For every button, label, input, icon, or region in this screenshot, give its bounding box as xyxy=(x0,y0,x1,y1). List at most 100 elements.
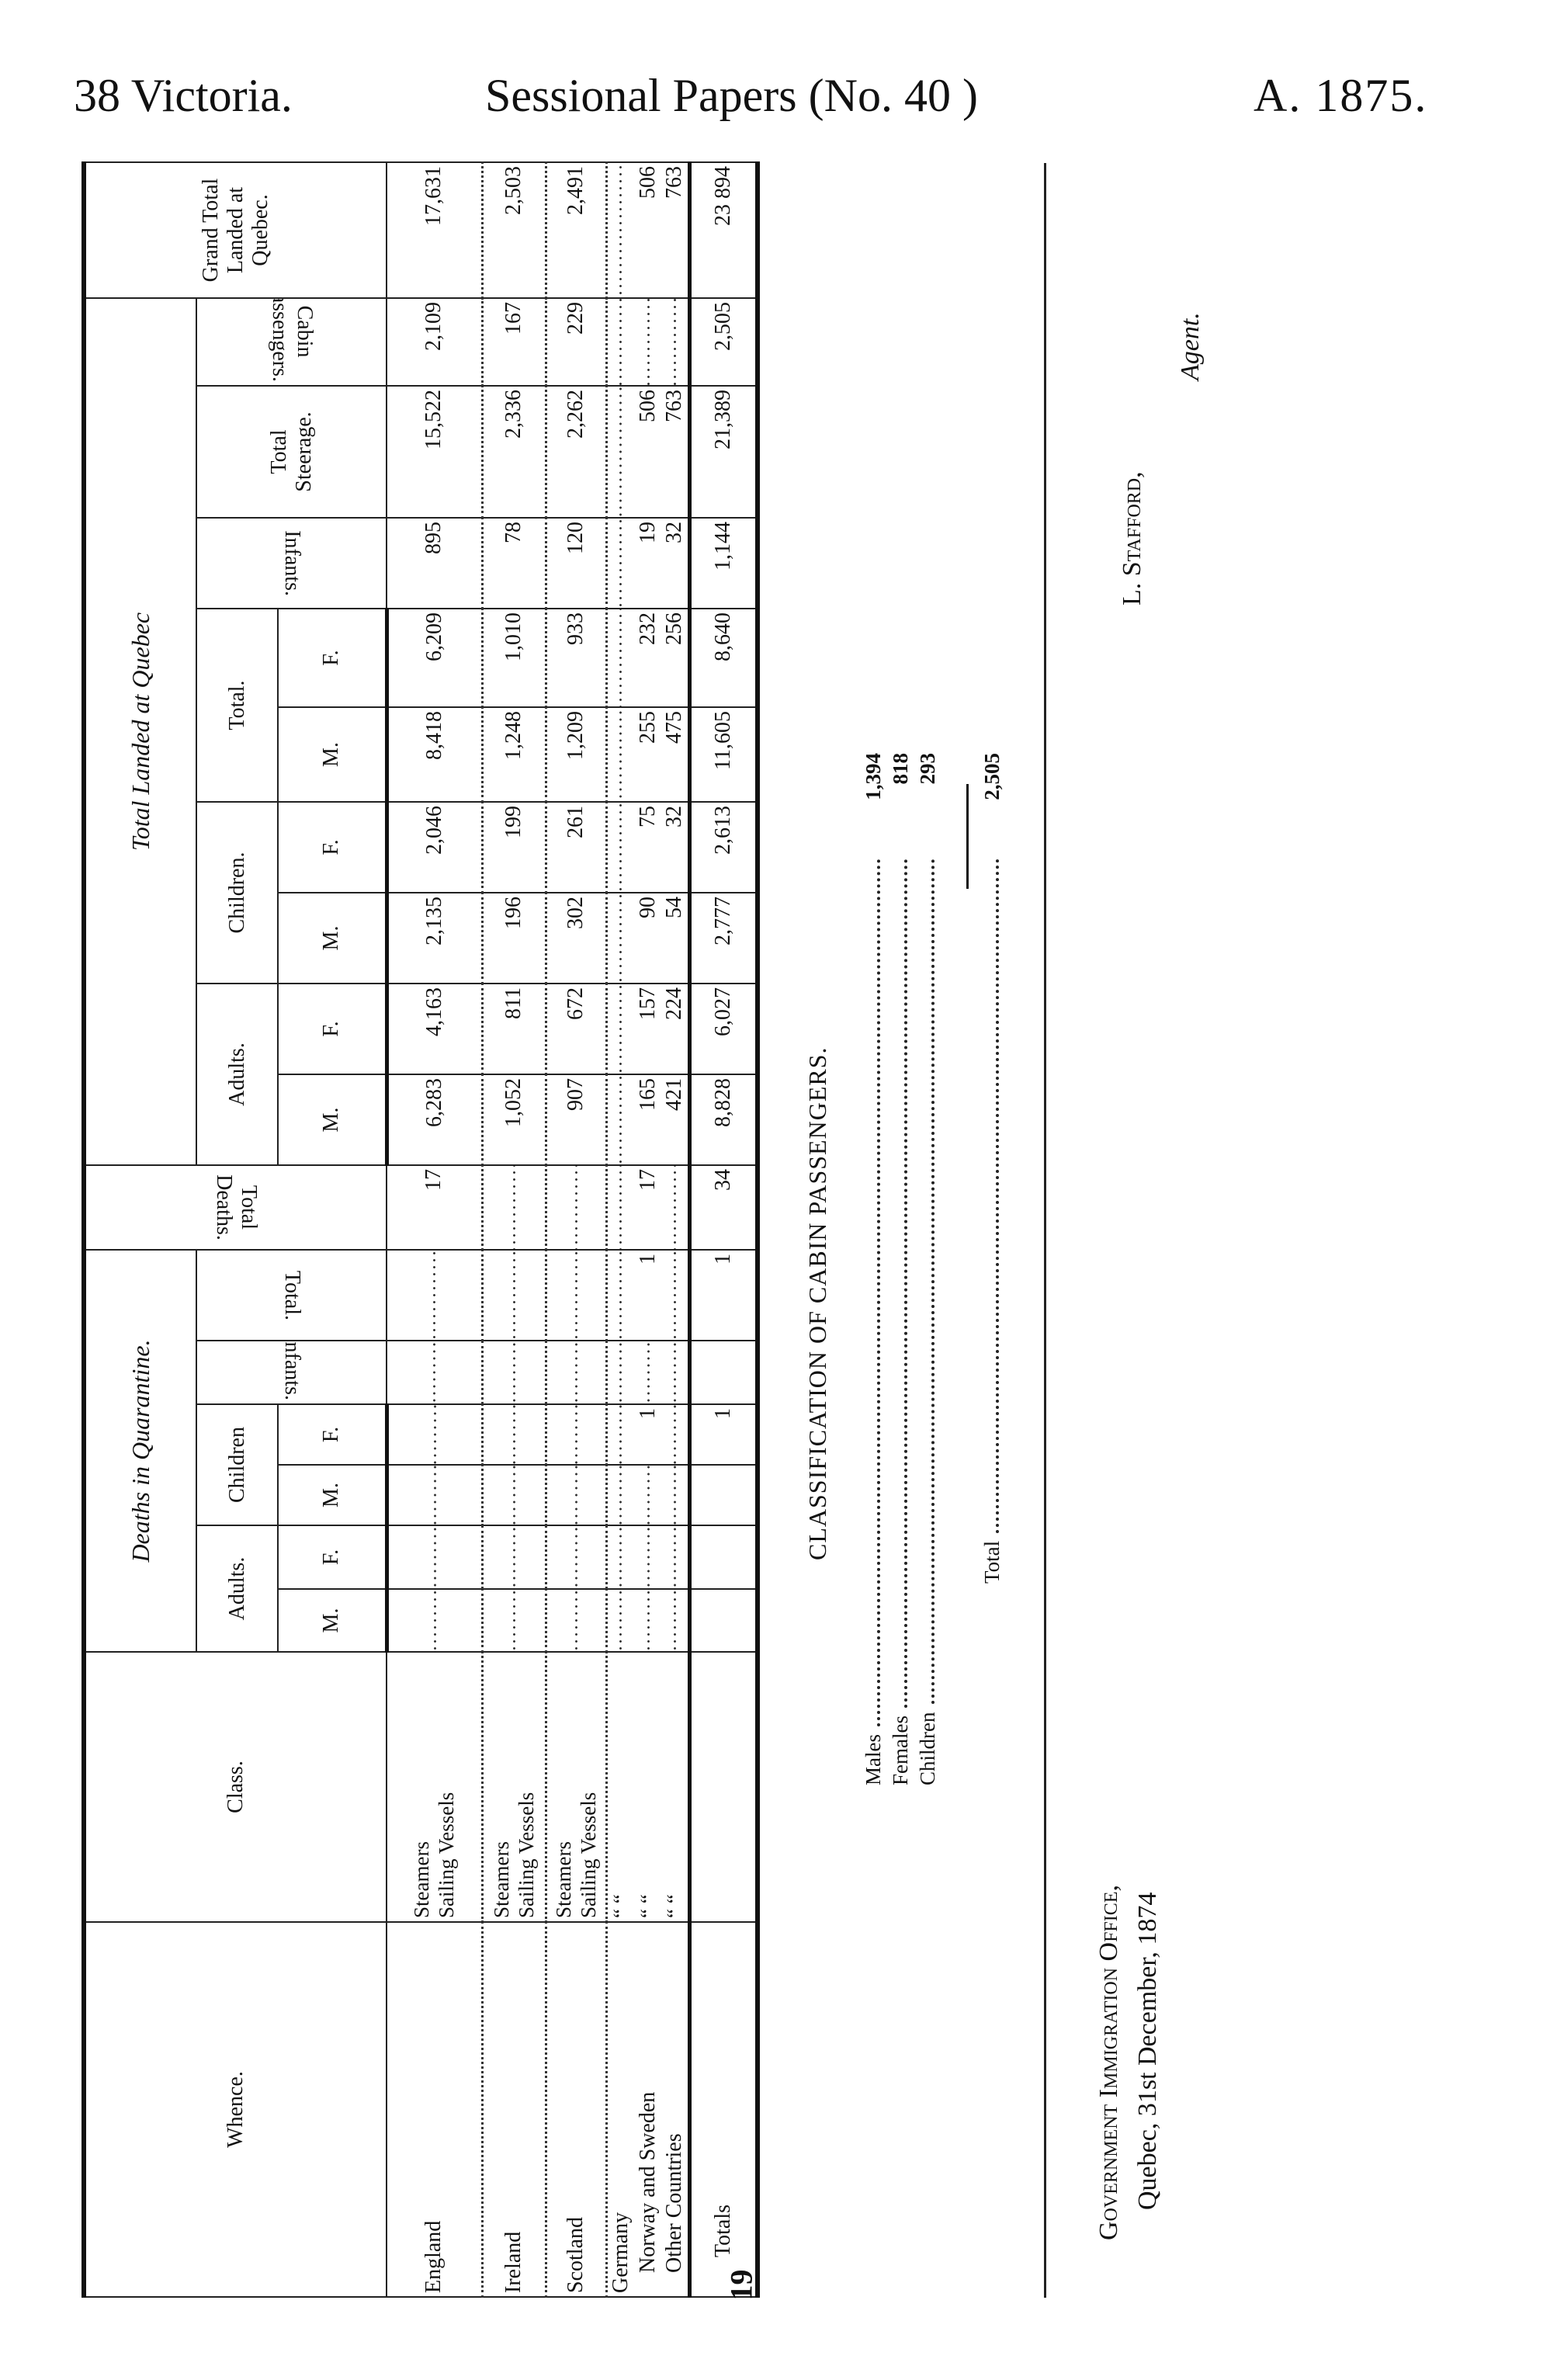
signature-office: Government Immigration Office, xyxy=(1094,1885,1123,2240)
whence-cell: Norway and Sweden xyxy=(634,1922,662,2297)
value-cell: 17 xyxy=(634,1165,662,1250)
dot-leader xyxy=(996,859,999,1533)
class-label: “ “ xyxy=(609,1894,633,1918)
value-cell xyxy=(606,1341,634,1404)
value-cell: 32 xyxy=(662,518,689,609)
value-cell xyxy=(606,1525,634,1589)
value-cell: 199 xyxy=(482,802,546,893)
value-cell: 475 xyxy=(662,707,689,802)
header-landed-infants: Infants. xyxy=(196,518,387,609)
value-cell: 75 xyxy=(634,802,662,893)
header-m: M. xyxy=(278,1589,387,1652)
value-cell xyxy=(482,1341,546,1404)
value-cell xyxy=(662,1465,689,1525)
value-cell: 2,135 xyxy=(387,893,482,984)
value-cell: 2,336 xyxy=(482,386,546,518)
value-cell xyxy=(634,1525,662,1589)
classification-title: CLASSIFICATION OF CABIN PASSENGERS. xyxy=(803,1046,831,1560)
class-label: Steamers xyxy=(552,1841,575,1918)
value-cell xyxy=(387,1525,482,1589)
page-number: 19 xyxy=(723,2269,759,2301)
value-cell: 2,491 xyxy=(546,162,606,298)
value-cell: 907 xyxy=(546,1074,606,1165)
value-cell: 1 xyxy=(634,1404,662,1465)
value-cell xyxy=(546,1341,606,1404)
value-cell xyxy=(546,1465,606,1525)
whence-cell: Germany xyxy=(606,1922,634,2297)
header-class: Class. xyxy=(84,1652,387,1922)
header-f: F. xyxy=(278,984,387,1074)
divider-rule xyxy=(1044,163,1046,2298)
value-cell: 1,144 xyxy=(689,518,758,609)
value-cell: 196 xyxy=(482,893,546,984)
value-cell: 1 xyxy=(689,1404,758,1465)
value-cell xyxy=(662,298,689,386)
signature-title: Agent. xyxy=(1176,312,1205,380)
signature-name: L. Stafford, xyxy=(1118,471,1146,605)
value-cell: 933 xyxy=(546,609,606,707)
value-cell: 2,613 xyxy=(689,802,758,893)
table-row: Germany “ “ xyxy=(606,162,634,2297)
value-cell: 2,109 xyxy=(387,298,482,386)
class-label: Sailing Vessels xyxy=(577,1792,600,1918)
header-m: M. xyxy=(278,707,387,802)
value-cell xyxy=(606,1589,634,1652)
dot-leader xyxy=(931,859,935,1705)
value-cell xyxy=(689,1525,758,1589)
class-label: Sailing Vessels xyxy=(515,1792,538,1918)
value-cell: 8,418 xyxy=(387,707,482,802)
value-cell: 34 xyxy=(689,1165,758,1250)
value-cell: 255 xyxy=(634,707,662,802)
rotated-page-content: Whence. Class. Deaths in Quarantine. Tot… xyxy=(81,162,1246,2298)
value-cell xyxy=(606,802,634,893)
whence-cell: Totals xyxy=(689,1922,758,2297)
value-cell: 763 xyxy=(662,386,689,518)
header-total-deaths-label: Total Deaths. xyxy=(212,1174,261,1240)
header-title: Sessional Papers (No. 40 ) xyxy=(485,70,978,121)
value-cell xyxy=(482,1589,546,1652)
value-cell xyxy=(689,1341,758,1404)
value-cell xyxy=(546,1165,606,1250)
header-f: F. xyxy=(278,1404,387,1465)
value-cell xyxy=(606,1465,634,1525)
value-cell: 15,522 xyxy=(387,386,482,518)
value-cell: 23 894 xyxy=(689,162,758,298)
classification-value: 1,394 xyxy=(861,753,885,800)
value-cell: 17,631 xyxy=(387,162,482,298)
whence-cell: Scotland xyxy=(546,1922,606,2297)
value-cell xyxy=(606,707,634,802)
value-cell xyxy=(546,1404,606,1465)
classification-label: Females xyxy=(888,1712,913,1785)
value-cell: 895 xyxy=(387,518,482,609)
value-cell xyxy=(482,1250,546,1341)
value-cell: 2,777 xyxy=(689,893,758,984)
value-cell: 157 xyxy=(634,984,662,1074)
value-cell xyxy=(482,1525,546,1589)
classification-value: 293 xyxy=(915,753,939,785)
value-cell xyxy=(662,1250,689,1341)
sum-rule xyxy=(966,784,969,889)
classification-value: 818 xyxy=(888,753,912,785)
value-cell xyxy=(634,1341,662,1404)
class-label: “ “ xyxy=(636,1894,660,1918)
value-cell: 1 xyxy=(634,1250,662,1341)
header-session: 38 Victoria. xyxy=(74,70,293,121)
value-cell: 6,209 xyxy=(387,609,482,707)
classification-total-value: 2,505 xyxy=(980,753,1004,800)
value-cell: 17 xyxy=(387,1165,482,1250)
value-cell: 2,262 xyxy=(546,386,606,518)
classification-total-label: Total xyxy=(980,1537,1004,1584)
header-deaths-children: Children xyxy=(196,1404,278,1525)
value-cell xyxy=(482,1404,546,1465)
header-landed-adults: Adults. xyxy=(196,984,278,1165)
class-label: Steamers xyxy=(490,1841,513,1918)
value-cell xyxy=(606,609,634,707)
value-cell: 506 xyxy=(634,386,662,518)
header-whence: Whence. xyxy=(84,1922,387,2297)
value-cell: 1 xyxy=(689,1250,758,1341)
